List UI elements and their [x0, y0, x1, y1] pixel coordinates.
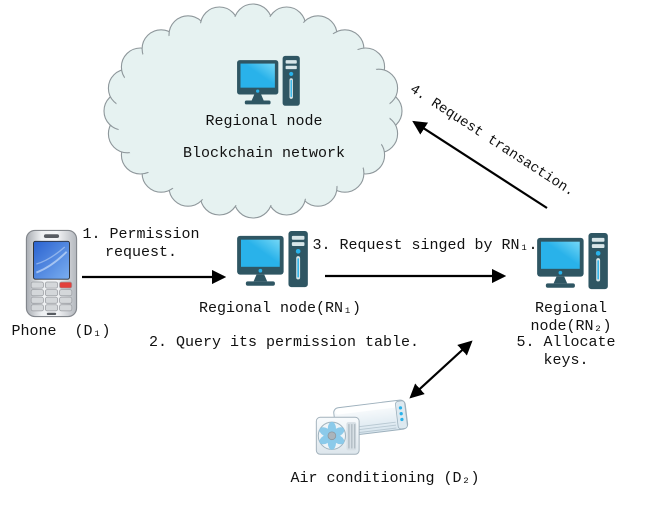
rn1-computer-icon	[237, 230, 308, 288]
step1-label: 1. Permission request.	[82, 226, 200, 261]
blockchain-network-label: Blockchain network	[182, 145, 346, 162]
step5-label: 5. Allocate keys.	[516, 334, 625, 369]
flow-arrows	[82, 120, 548, 399]
cloud-regional-node-label: Regional node	[205, 113, 323, 130]
rn2-label: Regional node(RN₂)	[530, 300, 617, 335]
arrow-step4-request-transaction	[412, 120, 548, 209]
rn2-computer-icon	[537, 232, 608, 290]
step3-label: 3. Request singed by RN₁.	[312, 237, 538, 254]
arrow-step5-allocate-keys-bidirectional	[409, 340, 473, 399]
blockchain-cloud-shape	[103, 3, 403, 219]
ac-label: Air conditioning (D₂)	[290, 470, 480, 487]
air-conditioner-icon	[315, 398, 409, 455]
phone-label: Phone (D₁)	[11, 323, 111, 340]
rn1-label: Regional node(RN₁)	[198, 300, 362, 317]
phone-icon	[25, 229, 78, 318]
step2-label: 2. Query its permission table.	[148, 334, 420, 351]
